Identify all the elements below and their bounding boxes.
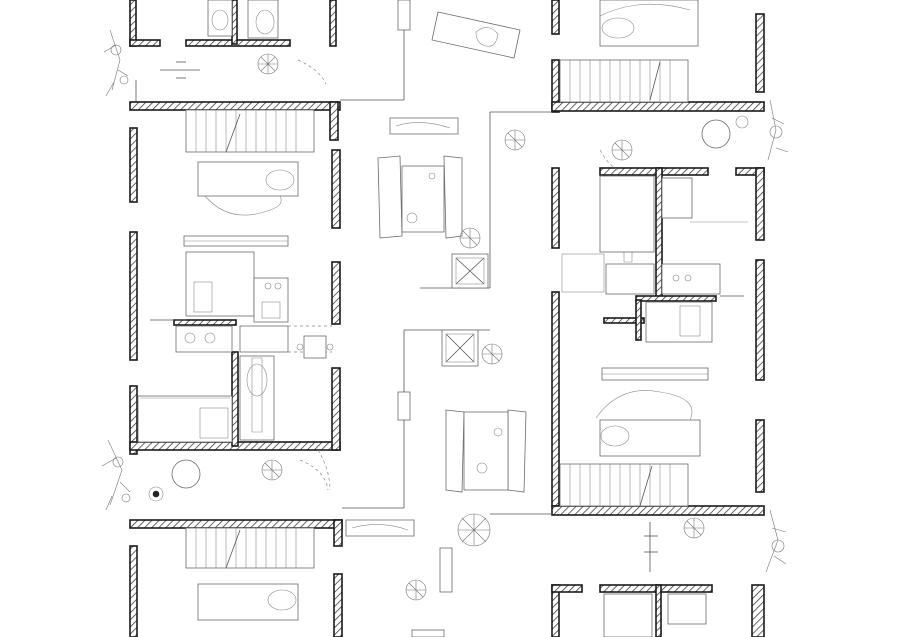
bed-icon <box>599 0 699 47</box>
tree-icon <box>767 99 789 161</box>
shaft-icon <box>441 329 479 367</box>
staircase-icon <box>185 527 315 569</box>
unit-left-bottom <box>129 519 343 637</box>
bicycle-icon <box>431 11 521 59</box>
sofa-icon <box>247 0 279 39</box>
shrub-icon <box>405 579 427 601</box>
bed-icon <box>239 355 275 441</box>
shrub-icon <box>261 459 283 481</box>
bench-icon <box>345 519 415 537</box>
table-icon <box>377 155 463 239</box>
shrub-icon <box>459 227 481 249</box>
kitchen-block <box>150 251 289 323</box>
tree-icon <box>101 439 131 511</box>
bench-icon <box>160 61 658 572</box>
table-icon <box>701 115 749 149</box>
shrub-icon <box>683 517 705 539</box>
bed-icon <box>197 583 299 621</box>
kitchen-block <box>561 253 744 343</box>
bench-icon <box>397 391 411 421</box>
unit-right-bottom <box>551 584 765 637</box>
tree-icon <box>765 509 787 573</box>
bench-icon <box>389 117 459 135</box>
staircase-icon <box>559 463 689 507</box>
bed-icon <box>595 390 701 457</box>
bench-icon <box>397 0 411 31</box>
table-icon <box>296 335 334 359</box>
staircase-icon <box>185 109 315 153</box>
unit-left-top <box>129 0 337 110</box>
staircase-icon <box>559 59 689 103</box>
table-icon <box>148 459 201 502</box>
bed-icon <box>207 0 233 37</box>
unit-left-middle <box>129 101 341 491</box>
shrub-icon <box>457 513 491 547</box>
shrub-icon <box>611 139 633 161</box>
shrub-icon <box>504 129 526 151</box>
shrub-icon <box>257 53 279 75</box>
shrub-icon <box>481 343 503 365</box>
tree-icon <box>103 29 129 97</box>
unit-right-top <box>551 0 765 113</box>
shaft-icon <box>451 253 489 289</box>
central-courtyard <box>160 0 658 637</box>
table-icon <box>445 409 527 493</box>
bed-icon <box>197 161 299 216</box>
unit-right-middle <box>551 149 765 516</box>
bench-icon <box>439 547 453 593</box>
